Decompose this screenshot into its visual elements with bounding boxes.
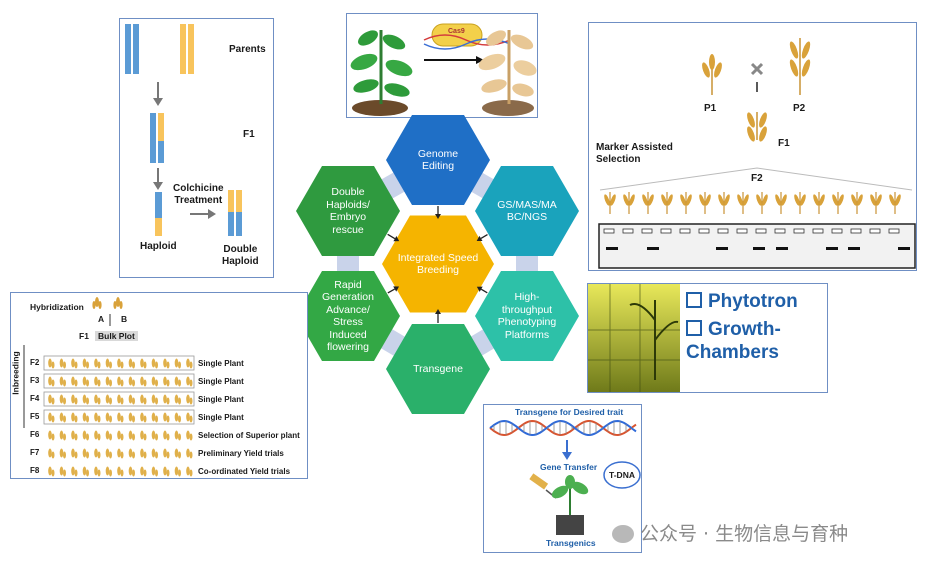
watermark: 公众号 · 生物信息与育种 xyxy=(612,519,848,546)
generation-note: Selection of Superior plant xyxy=(198,431,300,440)
double-haploid-panel xyxy=(119,18,274,278)
generation-note: Preliminary Yield trials xyxy=(198,449,284,458)
mas-f1-label: F1 xyxy=(778,138,790,149)
arrow-htp xyxy=(480,288,488,294)
hexagon-rapid xyxy=(296,271,400,361)
generation-label: F7 xyxy=(30,448,40,457)
phytotron-item: Phytotron xyxy=(686,290,798,313)
checkbox-icon xyxy=(686,320,702,336)
mas-f2-label: F2 xyxy=(751,173,763,184)
generation-label: F2 xyxy=(30,358,40,367)
p2-label: P2 xyxy=(793,103,806,114)
arrow-dh xyxy=(387,233,396,240)
generation-label: F3 xyxy=(30,376,40,385)
arrow-rapid xyxy=(387,288,396,294)
generation-note: Single Plant xyxy=(198,413,244,422)
growth-chambers-item: Growth- Chambers xyxy=(686,319,781,363)
arrowhead-genome xyxy=(435,214,441,219)
hub-hexagon xyxy=(382,215,494,313)
hex-label-htp: High- throughput Phenotyping Platforms xyxy=(497,291,557,341)
wechat-icon xyxy=(612,525,634,543)
generation-note: Single Plant xyxy=(198,395,244,404)
genome-editing-panel xyxy=(346,13,538,118)
arrowhead-transgene xyxy=(435,309,441,314)
hexagon-transgene xyxy=(386,324,490,414)
mas-title: Marker Assisted Selection xyxy=(596,142,673,165)
double-haploid-label: Double Haploid xyxy=(222,244,259,267)
cas9-label: Cas9 xyxy=(448,28,465,35)
connector-band-htp xyxy=(432,306,533,379)
colchicine-label: Colchicine Treatment xyxy=(173,183,224,206)
hex-label-gs: GS/MAS/MA BC/NGS xyxy=(497,198,557,224)
arrow-gs xyxy=(480,233,488,239)
hybridization-label: Hybridization xyxy=(30,302,84,312)
p1-label: P1 xyxy=(704,103,717,114)
f1-label: F1 xyxy=(243,129,255,140)
gene-transfer-label: Gene Transfer xyxy=(540,462,598,472)
generation-note: Co-ordinated Yield trials xyxy=(198,467,291,476)
hex-label-genome: Genome Editing xyxy=(417,147,459,173)
hexagon-gs xyxy=(475,166,579,256)
checkbox-icon xyxy=(686,292,702,308)
hexagon-dh xyxy=(296,166,400,256)
hub-label: Integrated Speed Breeding xyxy=(397,251,479,277)
hex-label-rapid: Rapid Generation Advance/ Stress Induced… xyxy=(322,278,374,354)
inbreeding-side-label: Inbreeding xyxy=(10,351,21,395)
hex-label-transgene: Transgene xyxy=(413,362,463,375)
connector-band-dh xyxy=(342,150,444,221)
generation-note: Single Plant xyxy=(198,359,244,368)
hex-label-dh: Double Haploids/ Embryo rescue xyxy=(326,186,370,236)
arrowhead-htp xyxy=(476,286,483,292)
arrowhead-dh xyxy=(393,236,400,242)
generation-label: F5 xyxy=(30,412,40,421)
hexagon-genome xyxy=(386,115,490,205)
generation-label: F4 xyxy=(30,394,40,403)
hexagon-htp xyxy=(475,271,579,361)
connector-band-genome xyxy=(432,150,533,221)
transgene-title: Transgene for Desired trait xyxy=(515,407,624,417)
generation-note: Single Plant xyxy=(198,377,244,386)
generation-label: F6 xyxy=(30,430,40,439)
arrowhead-gs xyxy=(476,235,483,241)
parents-label: Parents xyxy=(229,44,266,55)
bulk-plot-label: Bulk Plot xyxy=(95,331,138,341)
parent-b-label: B xyxy=(121,314,128,324)
haploid-label: Haploid xyxy=(140,241,177,252)
inbreeding-f1-label: F1 xyxy=(79,331,89,341)
arrowhead-rapid xyxy=(393,286,400,292)
parent-a-label: A xyxy=(98,314,105,324)
tdna-label: T-DNA xyxy=(609,470,635,480)
generation-label: F8 xyxy=(30,466,40,475)
transgenics-label: Transgenics xyxy=(546,538,596,548)
connector-band-transgene xyxy=(342,306,444,379)
